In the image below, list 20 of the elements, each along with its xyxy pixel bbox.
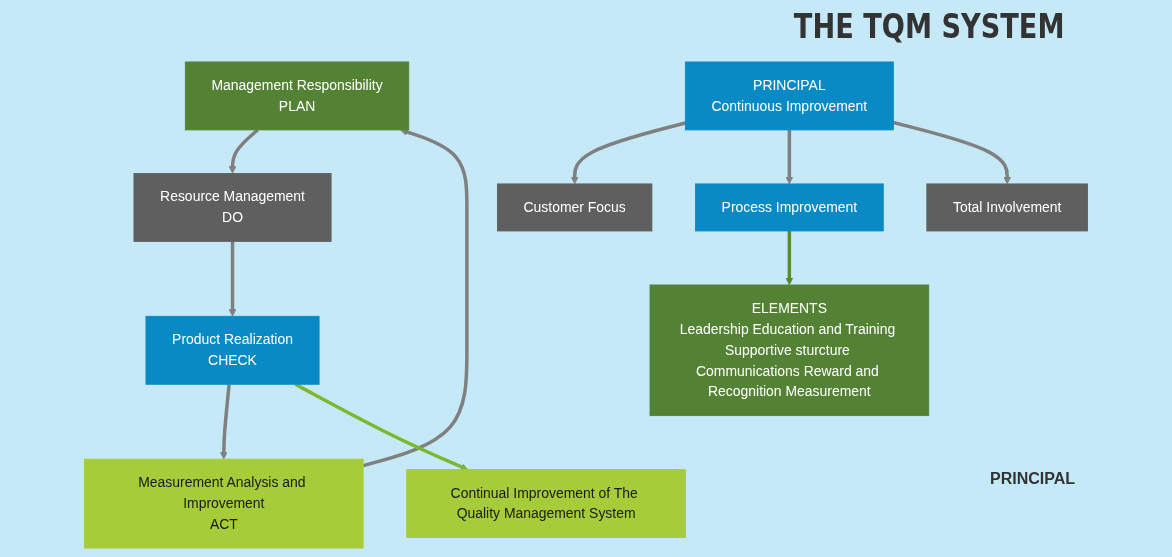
node-box: Product Realization CHECK [145,315,320,385]
arrow [570,121,686,185]
arrow [785,129,794,185]
node-box: Process Improvement [695,183,884,232]
arrow [785,230,794,286]
node-box: Measurement Analysis and Improvement ACT [84,458,364,549]
node-box: Total Involvement [926,183,1088,232]
arrow [892,120,1012,185]
section-heading: PRINCIPAL [990,470,1076,487]
node-box: ELEMENTS Leadership Education and Training Supportive sturcture Communications Reward and Recognition Measurement [649,284,930,417]
node-box: Management Responsibility PLAN [184,61,410,131]
node-box: Customer Focus [496,183,653,232]
node-box: Resource Management DO [133,173,332,242]
diagram-title: THE TQM SYSTEM [793,6,1065,46]
node-box: PRINCIPAL Continuous Improvement [684,61,894,131]
arrow [228,128,259,174]
arrow [362,128,469,468]
arrow [220,384,231,460]
node-box: Continual Improvement of The Quality Management System [406,469,686,538]
arrow [228,241,237,317]
